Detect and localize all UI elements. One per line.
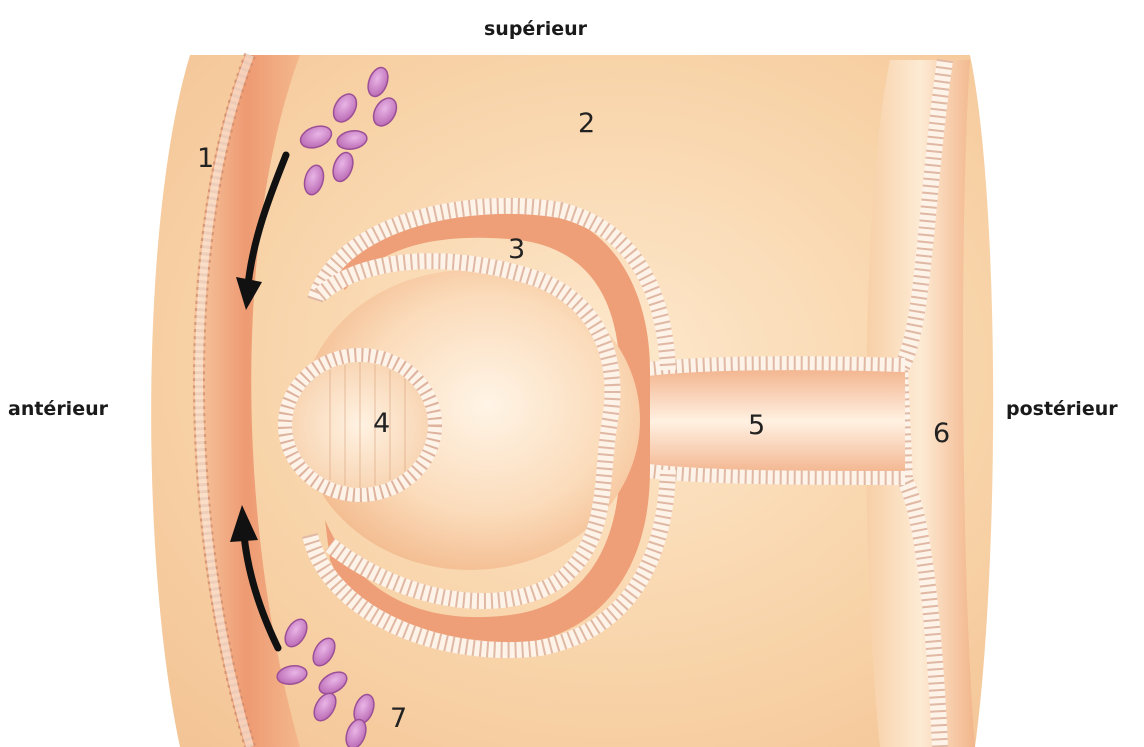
label-4: 4	[373, 408, 390, 439]
lens-vesicle	[285, 355, 435, 495]
label-5: 5	[748, 410, 765, 441]
label-6: 6	[933, 418, 950, 449]
label-7: 7	[390, 703, 407, 734]
label-2: 2	[578, 108, 595, 139]
optic-stalk	[640, 363, 905, 478]
label-1: 1	[197, 143, 214, 174]
label-3: 3	[508, 234, 525, 265]
